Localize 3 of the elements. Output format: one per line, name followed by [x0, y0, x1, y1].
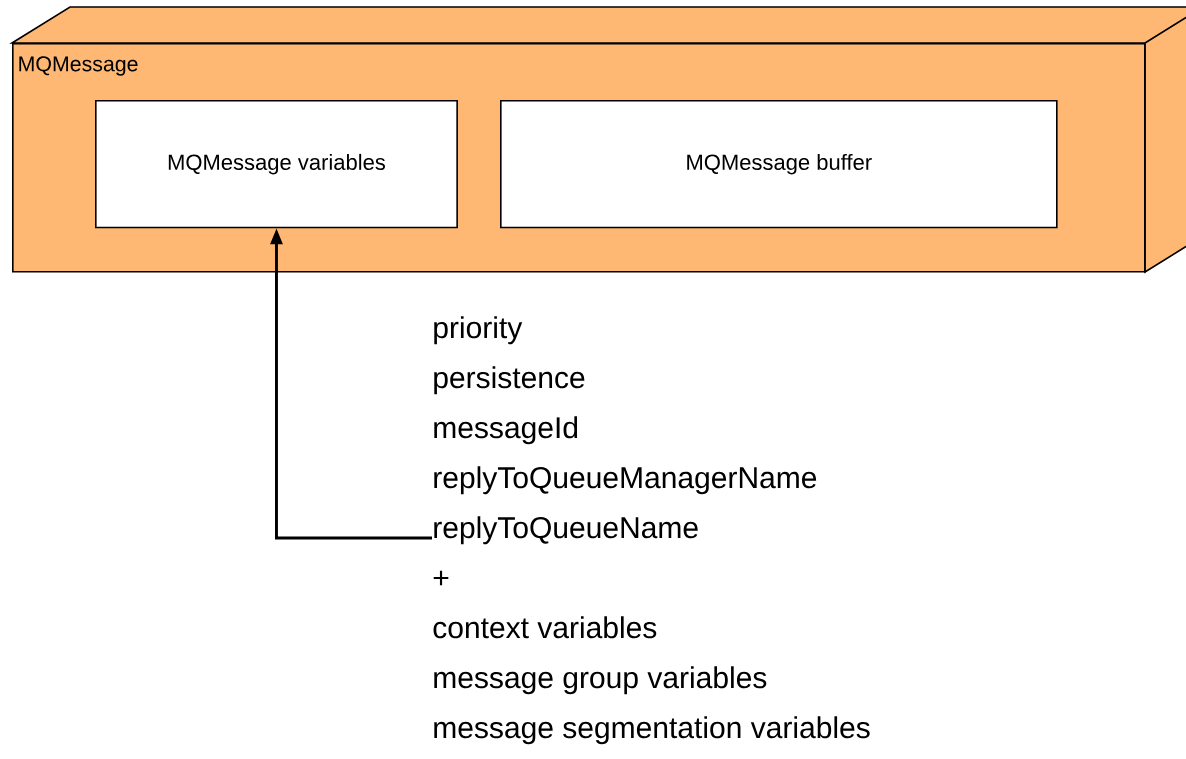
text-box: MQMessage variables [95, 100, 458, 229]
text-box: MQMessage buffer [500, 100, 1058, 229]
text-list: priority persistence messageId replyToQueueManagerName replyToQueueName + context variables message group variables message segmentation variables [433, 316, 870, 745]
